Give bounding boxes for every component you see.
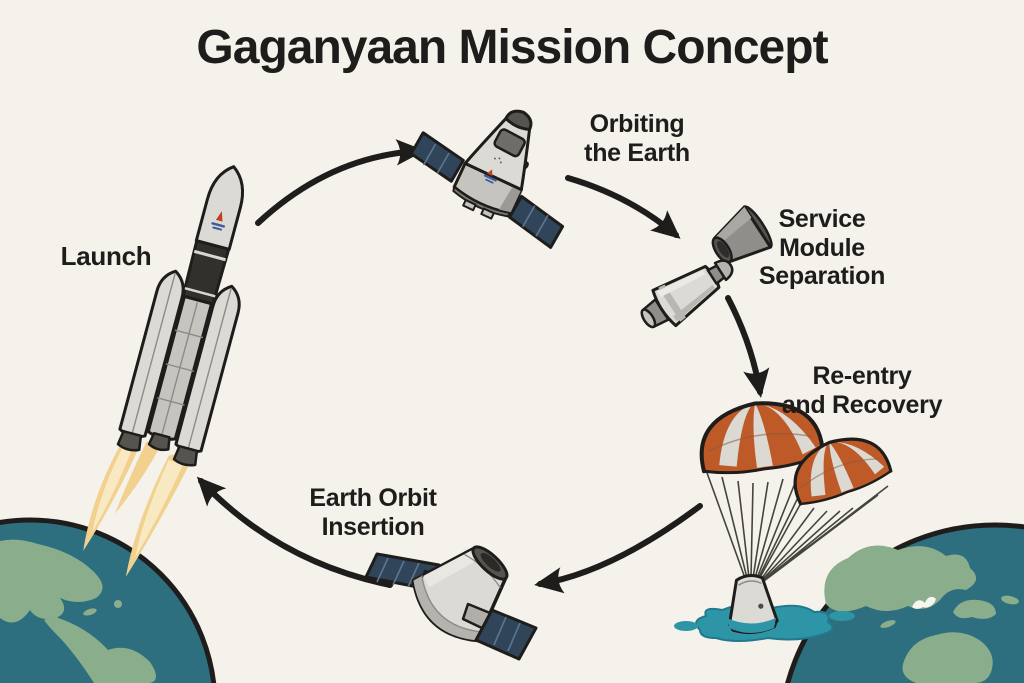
reentry-recovery-illustration [674,393,895,642]
booster-nozzle-left [116,429,143,452]
stage-label-launch: Launch [60,241,152,271]
diagram-title: Gaganyaan Mission Concept [196,21,828,74]
separation-illustration [640,205,773,329]
bird-icon [912,596,936,609]
parachute-lines-right [757,485,889,583]
stage-label-separation: Service Module Separation [758,205,886,290]
separated-service-module [711,205,773,264]
stage-label-reentry: Re-entry and Recovery [781,362,943,419]
launch-rocket-illustration [83,165,245,577]
spacecraft-logo [483,157,502,184]
solar-panel-right [508,194,565,249]
arrow-reentry-to-insertion [534,503,703,594]
capsule-nose-cap [504,109,533,131]
earth-globe-right [785,522,1024,683]
rocket-agency-logo [211,211,225,231]
booster-nozzle-right [172,444,199,467]
solar-panel-left [409,131,465,183]
arrow-orbit-to-separation [565,175,681,239]
orbiting-spacecraft-illustration [409,109,565,249]
stage-label-orbiting: Orbiting the Earth [584,110,690,167]
separating-crew-capsule [640,259,734,329]
capsule-window [493,128,526,158]
earth-globe-left [0,517,217,683]
insertion-spacecraft-illustration [364,545,538,661]
rocket-exhaust-flames [83,437,189,577]
arrow-separation-to-reentry [725,295,770,398]
rocket-fairing-and-nose [194,165,245,251]
arrow-launch-to-orbit [255,139,425,226]
solar-panel-lower-right [474,608,538,661]
stage-label-insertion: Earth Orbit Insertion [309,484,437,541]
flow-arrows [196,139,770,594]
water-front-lip [727,618,776,633]
arrow-insertion-to-launch [196,476,393,588]
parachute-lines-left [705,464,815,579]
rocket-core-nozzle [147,431,171,452]
